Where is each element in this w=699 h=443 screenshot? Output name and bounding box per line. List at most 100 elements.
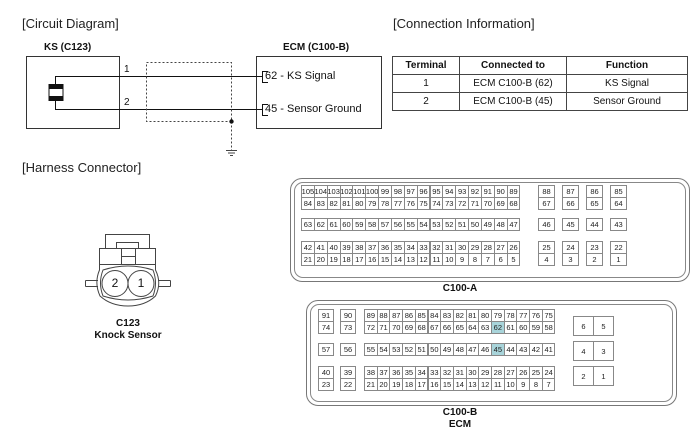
c123-pin-2: 2 [111, 276, 119, 290]
c100b-connector [306, 300, 677, 406]
pin-16: 16 [427, 378, 442, 391]
cell-connected-to: ECM C100-B (45) [459, 92, 567, 111]
wire-1-number: 1 [124, 64, 130, 75]
pin-71: 71 [376, 321, 391, 334]
pin-43: 43 [516, 343, 531, 356]
pin-72: 72 [364, 321, 378, 334]
pin-54: 54 [416, 218, 431, 231]
pin-23: 23 [318, 378, 334, 391]
sensor-box [26, 56, 120, 129]
pin-72: 72 [455, 197, 470, 210]
cell-function: Sensor Ground [566, 92, 688, 111]
pin-63: 63 [478, 321, 492, 334]
pin-16: 16 [365, 253, 380, 266]
pin-57: 57 [378, 218, 392, 231]
ecm-label: ECM (C100-B) [283, 42, 350, 53]
pin-5: 5 [593, 316, 614, 336]
pin-24: 24 [562, 241, 579, 254]
pin-86: 86 [586, 185, 603, 198]
pin-71: 71 [468, 197, 482, 210]
pin-56: 56 [390, 218, 405, 231]
pin-51: 51 [455, 218, 470, 231]
pin-73: 73 [340, 321, 356, 334]
pin-83: 83 [313, 197, 328, 210]
pin-20: 20 [376, 378, 391, 391]
pin-50: 50 [468, 218, 482, 231]
pin-54: 54 [376, 343, 391, 356]
pin-14: 14 [390, 253, 405, 266]
pin-55: 55 [403, 218, 418, 231]
pin-10: 10 [442, 253, 457, 266]
pin-74: 74 [429, 197, 444, 210]
connection-info-title: [Connection Information] [393, 16, 535, 31]
pin-4: 4 [538, 253, 555, 266]
pin-4: 4 [573, 341, 594, 361]
pin-2: 2 [573, 366, 594, 386]
pin-69: 69 [402, 321, 416, 334]
pin-55: 55 [364, 343, 378, 356]
pin-42: 42 [529, 343, 543, 356]
c100a-name: C100-A [442, 283, 478, 294]
pin-68: 68 [414, 321, 429, 334]
pin-50: 50 [427, 343, 442, 356]
c123-name: C123 [116, 318, 140, 329]
sensor-label: KS (C123) [44, 42, 92, 53]
pin-56: 56 [340, 343, 356, 356]
pin-2: 2 [586, 253, 603, 266]
pin-68: 68 [506, 197, 521, 210]
pin-7: 7 [480, 253, 495, 266]
pin-73: 73 [442, 197, 457, 210]
pin-75: 75 [541, 309, 556, 322]
pin-53: 53 [389, 343, 404, 356]
pin-70: 70 [389, 321, 404, 334]
pin-3: 3 [562, 253, 579, 266]
pin-9: 9 [516, 378, 531, 391]
pin-62-label: 62 - KS Signal [265, 70, 336, 82]
pin-12: 12 [478, 378, 492, 391]
pin-57: 57 [318, 343, 334, 356]
pin-62: 62 [491, 321, 505, 334]
pin-6: 6 [493, 253, 508, 266]
pin-65: 65 [452, 321, 467, 334]
ecm-box [256, 56, 382, 129]
pin-58: 58 [541, 321, 556, 334]
pin-18: 18 [339, 253, 354, 266]
connection-table: Terminal Connected to Function 1 ECM C10… [392, 56, 688, 111]
pin-74: 74 [318, 321, 334, 334]
pin-61: 61 [503, 321, 518, 334]
table-row: 2 ECM C100-B (45) Sensor Ground [392, 92, 688, 111]
pin-15: 15 [440, 378, 454, 391]
pin-49: 49 [440, 343, 454, 356]
pin-45: 45 [491, 343, 505, 356]
pin-20: 20 [313, 253, 328, 266]
knock-sensor-icon [49, 84, 63, 89]
pin-79: 79 [365, 197, 380, 210]
pin-17: 17 [352, 253, 367, 266]
pin-63: 63 [301, 218, 315, 231]
pin-19: 19 [389, 378, 404, 391]
ground-icon [226, 150, 237, 156]
pin-19: 19 [326, 253, 341, 266]
pin-48: 48 [452, 343, 467, 356]
pin-21: 21 [364, 378, 378, 391]
pin-77: 77 [390, 197, 405, 210]
pin-1: 1 [610, 253, 627, 266]
pin-52: 52 [442, 218, 457, 231]
pin-11: 11 [429, 253, 444, 266]
pin-69: 69 [493, 197, 508, 210]
pin-7: 7 [541, 378, 556, 391]
pin-45-label: 45 - Sensor Ground [265, 103, 362, 115]
pin-64: 64 [465, 321, 480, 334]
c123-desc: Knock Sensor [94, 330, 162, 341]
pin-18: 18 [402, 378, 416, 391]
pin-47: 47 [506, 218, 521, 231]
pin-66: 66 [562, 197, 579, 210]
pin-13: 13 [403, 253, 418, 266]
pin-15: 15 [378, 253, 392, 266]
pin-60: 60 [516, 321, 531, 334]
pin-12: 12 [416, 253, 431, 266]
pin-61: 61 [326, 218, 341, 231]
pin-70: 70 [480, 197, 495, 210]
pin-47: 47 [465, 343, 480, 356]
